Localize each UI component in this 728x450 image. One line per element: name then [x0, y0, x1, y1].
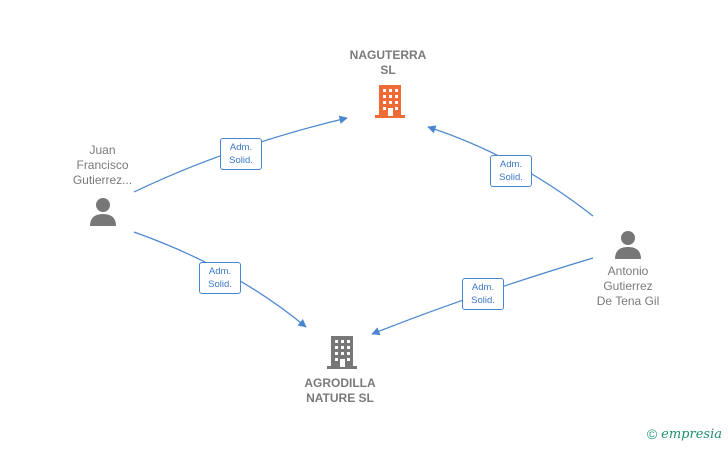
brand-logo-text: empresia: [661, 426, 722, 442]
person-label-antonio: Antonio Gutierrez De Tena Gil: [596, 264, 660, 308]
company-label-agrodilla: AGRODILLA NATURE SL: [304, 376, 376, 405]
copyright-symbol: ©: [646, 426, 658, 442]
edge-tag-antonio-agrodilla[interactable]: Adm. Solid.: [462, 278, 504, 310]
edge-tag-antonio-naguterra[interactable]: Adm. Solid.: [490, 155, 532, 187]
person-label-juan: Juan Francisco Gutierrez...: [72, 143, 133, 187]
edge-tag-role: Adm.: [229, 142, 253, 153]
building-icon[interactable]: [326, 335, 358, 370]
person-icon[interactable]: [89, 197, 117, 227]
edge-tag-role: Adm.: [499, 159, 523, 170]
edge-tag-juan-naguterra[interactable]: Adm. Solid.: [220, 138, 262, 170]
edge-tag-role-detail: Solid.: [229, 155, 253, 166]
company-label-naguterra: NAGUTERRA SL: [349, 48, 427, 77]
edge-tag-role-detail: Solid.: [208, 279, 232, 290]
person-icon[interactable]: [614, 230, 642, 260]
edge-tag-juan-agrodilla[interactable]: Adm. Solid.: [199, 262, 241, 294]
edge-tag-role-detail: Solid.: [471, 295, 495, 306]
edge-tag-role: Adm.: [208, 266, 232, 277]
building-icon[interactable]: [374, 84, 406, 119]
brand-watermark: © empresia: [647, 426, 722, 442]
edge-tag-role: Adm.: [471, 282, 495, 293]
edge-tag-role-detail: Solid.: [499, 172, 523, 183]
